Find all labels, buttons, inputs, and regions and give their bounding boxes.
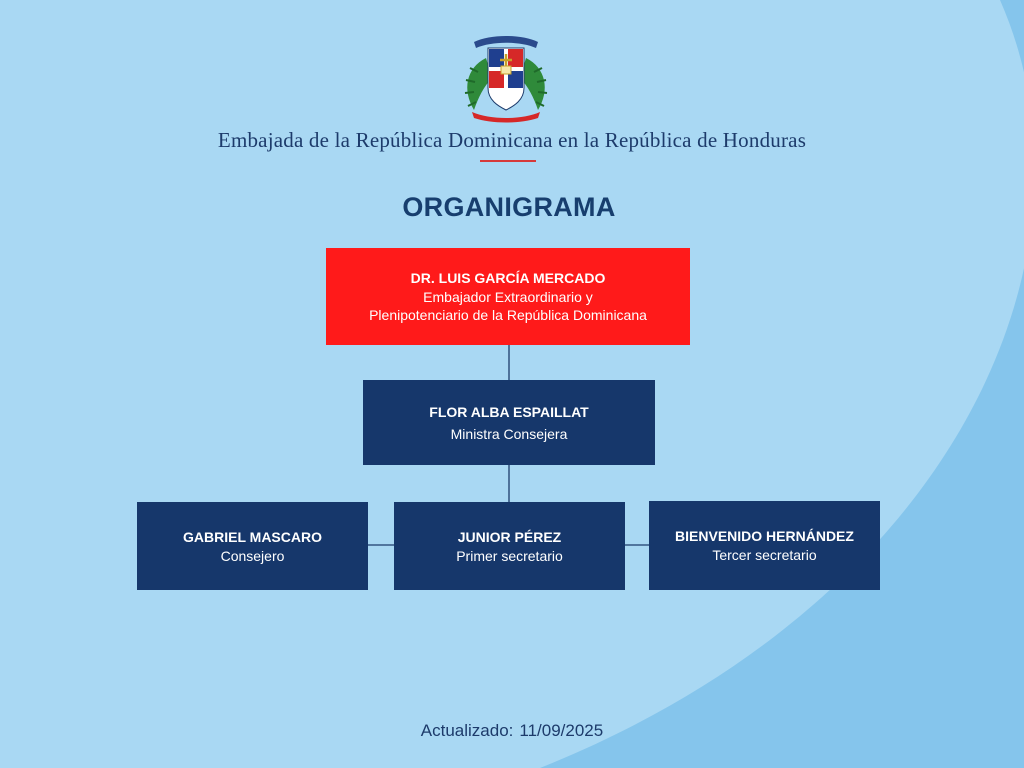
minister-name: FLOR ALBA ESPAILLAT [429, 403, 589, 420]
third-secretary-node: BIENVENIDO HERNÁNDEZ Tercer secretario [649, 501, 880, 590]
ambassador-name: DR. LUIS GARCÍA MERCADO [410, 270, 606, 286]
title-divider [480, 160, 536, 162]
counselor-name: GABRIEL MASCARO [183, 528, 322, 545]
coat-of-arms-icon [464, 36, 548, 123]
updated-date: 11/09/2025 [519, 721, 604, 740]
ambassador-role-line2: Plenipotenciario de la República Dominic… [369, 307, 647, 323]
ambassador-role-line1: Embajador Extraordinario y [423, 289, 593, 305]
minister-role: Ministra Consejera [450, 425, 568, 442]
third-secretary-name: BIENVENIDO HERNÁNDEZ [675, 528, 854, 544]
counselor-role: Consejero [220, 547, 285, 564]
minister-node: FLOR ALBA ESPAILLAT Ministra Consejera [363, 380, 655, 465]
page-title: ORGANIGRAMA [402, 192, 616, 222]
updated-label: Actualizado: [420, 721, 514, 740]
first-secretary-role: Primer secretario [456, 547, 563, 564]
embassy-name: Embajada de la República Dominicana en l… [217, 128, 807, 152]
updated-footer: Actualizado: 11/09/2025 [0, 721, 1024, 741]
counselor-node: GABRIEL MASCARO Consejero [137, 502, 368, 590]
first-secretary-node: JUNIOR PÉREZ Primer secretario [394, 502, 625, 590]
ambassador-node: DR. LUIS GARCÍA MERCADO Embajador Extrao… [326, 248, 690, 345]
third-secretary-role: Tercer secretario [712, 547, 817, 563]
first-secretary-name: JUNIOR PÉREZ [457, 528, 562, 545]
